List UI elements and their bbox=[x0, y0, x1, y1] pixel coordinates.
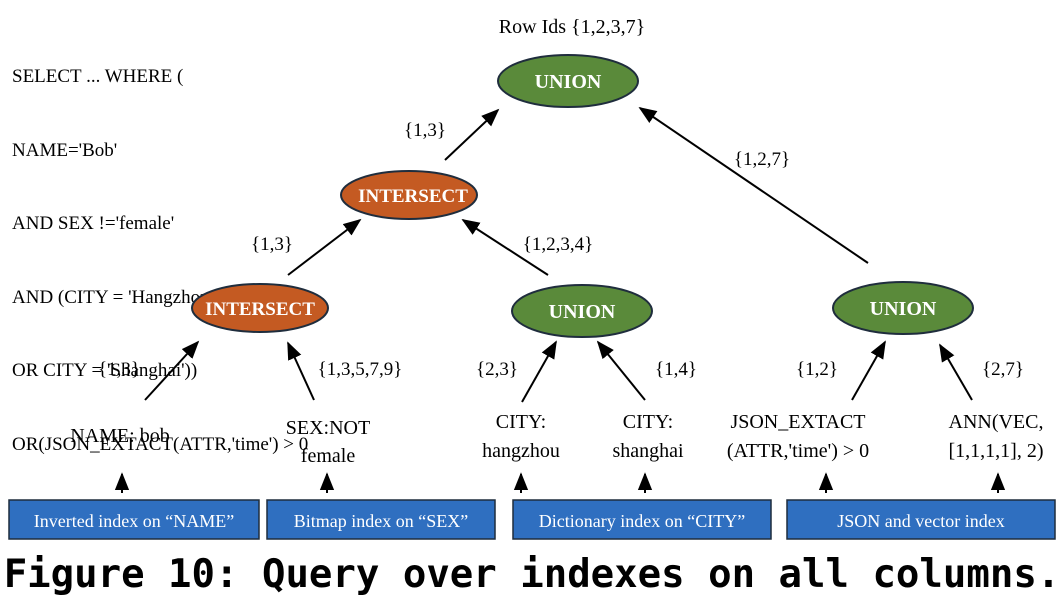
intersect-label: INTERSECT bbox=[358, 186, 468, 207]
query-line: AND (CITY = 'Hangzhou' bbox=[12, 286, 214, 308]
query-line: NAME='Bob' bbox=[12, 139, 118, 161]
edge-labels: {1,3} {1,2,7} {1,3} {1,2,3,4} {1,3} {1,3… bbox=[98, 120, 1024, 380]
edge-low-intersect-to-mid bbox=[287, 218, 362, 276]
intersect-label: INTERSECT bbox=[205, 299, 315, 320]
leaf-hangzhou-line1: CITY: bbox=[496, 411, 546, 433]
index-label-json-vector: JSON and vector index bbox=[837, 511, 1004, 531]
union-label: UNION bbox=[870, 298, 937, 320]
edges bbox=[114, 106, 1006, 493]
leaf-shanghai-line2: shanghai bbox=[612, 440, 684, 462]
query-line: OR(JSON_EXTACT(ATTR,'time') > 0 bbox=[12, 433, 309, 455]
leaf-json-line2: (ATTR,'time') > 0 bbox=[727, 440, 869, 462]
query-line: SELECT ... WHERE ( bbox=[12, 66, 184, 87]
index-box-json-vector bbox=[786, 499, 1056, 540]
index-label-sex: Bitmap index on “SEX” bbox=[294, 511, 468, 531]
index-boxes: Inverted index on “NAME” Bitmap index on… bbox=[8, 499, 1056, 540]
top-union-node: UNION bbox=[497, 54, 639, 108]
edge-ann-to-union bbox=[939, 343, 973, 401]
leaf-ann-line1: ANN(VEC, bbox=[949, 411, 1044, 433]
union-ellipse bbox=[511, 284, 653, 338]
figure-caption: Figure 10: Query over indexes on all col… bbox=[3, 552, 1061, 597]
set-label: {1,3,5,7,9} bbox=[318, 359, 403, 380]
edge-name-to-intersect bbox=[144, 340, 200, 401]
intersect-ellipse bbox=[191, 283, 329, 333]
index-label-name: Inverted index on “NAME” bbox=[34, 511, 234, 531]
set-label: {1,3} bbox=[404, 120, 446, 141]
set-label: {2,3} bbox=[476, 359, 518, 380]
leaf-sex-line2: female bbox=[301, 445, 356, 467]
edge-sex-to-intersect bbox=[287, 341, 315, 401]
index-box-sex bbox=[266, 499, 496, 540]
leaf-ann-line2: [1,1,1,1], 2) bbox=[949, 440, 1044, 462]
leaf-shanghai-line1: CITY: bbox=[623, 411, 673, 433]
leaf-hangzhou-line2: hangzhou bbox=[482, 440, 560, 462]
result-row-ids: Row Ids {1,2,3,7} bbox=[499, 16, 645, 38]
edge-json-union-to-top bbox=[638, 106, 869, 264]
edge-json-to-union bbox=[851, 340, 886, 401]
index-box-city bbox=[512, 499, 772, 540]
set-label: {1,2,3,4} bbox=[523, 234, 594, 255]
query-line: AND SEX !='female' bbox=[12, 213, 175, 234]
edge-mid-intersect-to-top bbox=[444, 108, 500, 161]
edge-city-union-to-mid bbox=[461, 219, 549, 276]
low-intersect-node: INTERSECT bbox=[191, 283, 329, 333]
edge-hangzhou-to-union bbox=[521, 340, 557, 403]
union-label: UNION bbox=[535, 71, 602, 93]
set-label: {1,3} bbox=[98, 359, 140, 380]
set-label: {1,2,7} bbox=[734, 149, 790, 170]
leaf-sex-line1: SEX:NOT bbox=[286, 417, 370, 439]
union-label: UNION bbox=[549, 301, 616, 323]
index-label-city: Dictionary index on “CITY” bbox=[539, 511, 745, 531]
intersect-ellipse bbox=[340, 170, 478, 220]
leaf-predicates: NAME: bob SEX:NOT female CITY: hangzhou … bbox=[70, 411, 1043, 467]
leaf-json-line1: JSON_EXTACT bbox=[730, 411, 865, 433]
set-label: {1,3} bbox=[251, 234, 293, 255]
mid-intersect-node: INTERSECT bbox=[340, 170, 478, 220]
city-union-node: UNION bbox=[511, 284, 653, 338]
query-line: OR CITY = 'Shanghai')) bbox=[12, 360, 198, 381]
json-union-node: UNION bbox=[832, 281, 974, 335]
index-box-name bbox=[8, 499, 260, 540]
set-label: {2,7} bbox=[982, 359, 1024, 380]
set-label: {1,4} bbox=[655, 359, 697, 380]
union-ellipse bbox=[832, 281, 974, 335]
leaf-name: NAME: bob bbox=[70, 425, 169, 447]
edge-shanghai-to-union bbox=[596, 340, 646, 401]
set-label: {1,2} bbox=[796, 359, 838, 380]
union-ellipse bbox=[497, 54, 639, 108]
